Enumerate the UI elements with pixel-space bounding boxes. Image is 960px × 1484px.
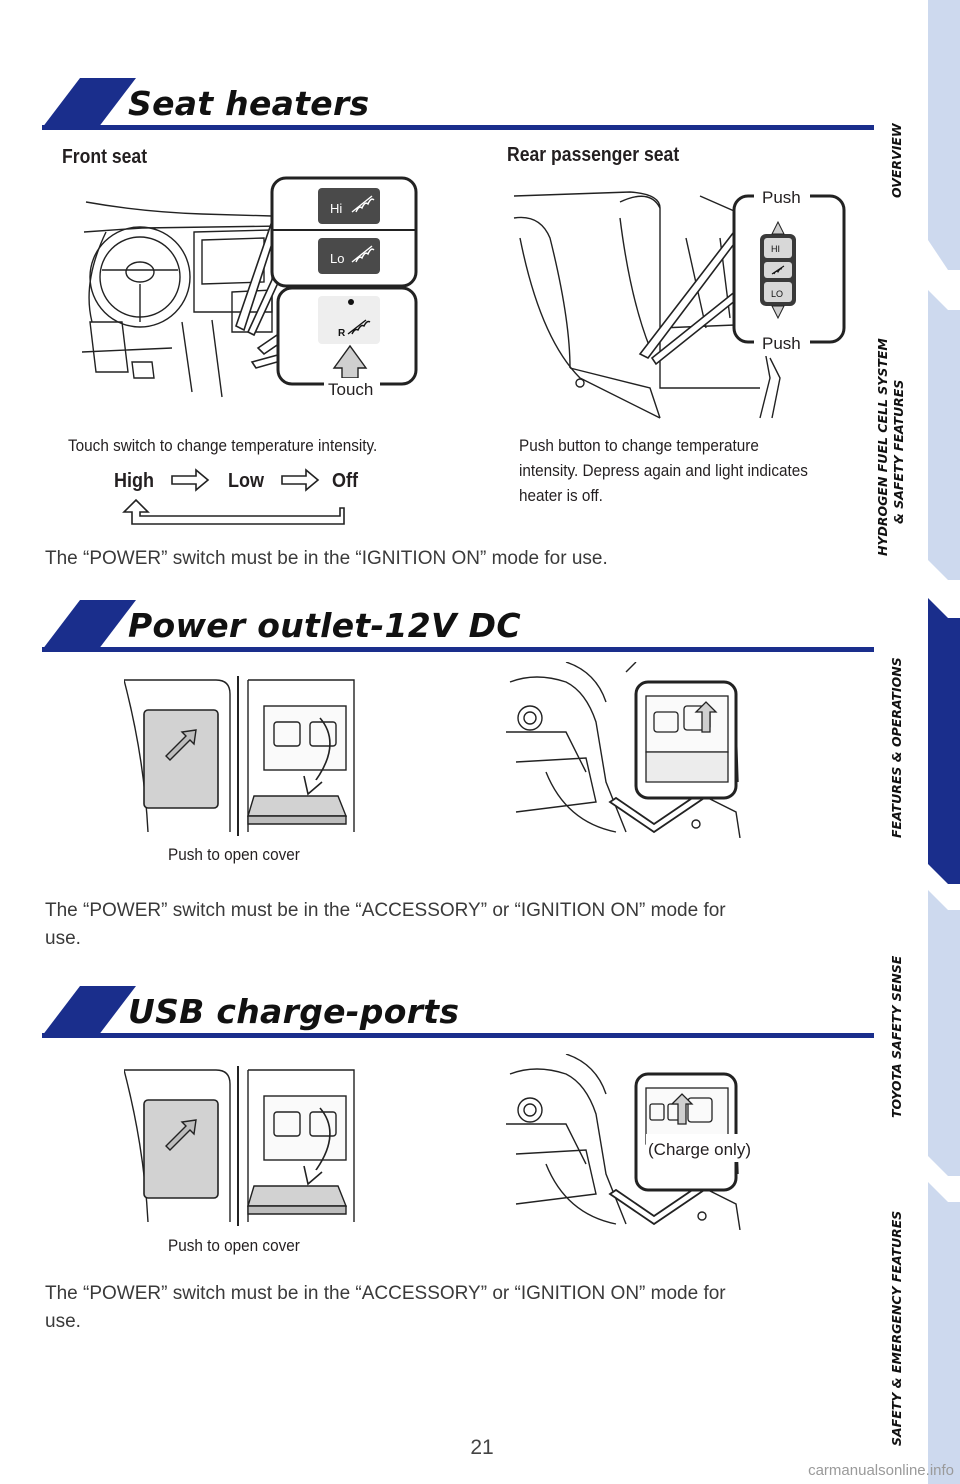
power-outlet-location-illustration [506, 662, 742, 838]
nav-tab-bg-features [928, 598, 960, 884]
seat-heater-note: The “POWER” switch must be in the “IGNIT… [45, 548, 608, 569]
touch-label: Touch [328, 380, 373, 399]
usb-note-line-1: The “POWER” switch must be in the “ACCES… [45, 1283, 726, 1304]
power-outlet-note-line-1: The “POWER” switch must be in the “ACCES… [45, 900, 726, 921]
section-title: USB charge-ports [128, 992, 460, 1031]
nav-label-overview: OVERVIEW [889, 123, 904, 198]
flow-off-label: Off [332, 470, 359, 492]
nav-label-hydrogen-line-2: & SAFETY FEATURES [891, 379, 906, 524]
rear-hi-label: HI [771, 244, 780, 254]
nav-item-overview[interactable]: OVERVIEW [878, 118, 960, 198]
section-rule [42, 1033, 874, 1038]
section-header-power-outlet: Power outlet-12V DC [42, 600, 874, 656]
front-seat-label: Front seat [62, 146, 148, 168]
hi-label: Hi [330, 201, 342, 216]
nav-item-features-operations[interactable]: FEATURES & OPERATIONS [878, 648, 960, 838]
nav-label-features: FEATURES & OPERATIONS [889, 657, 904, 838]
usb-cover-illustration [124, 1066, 358, 1228]
flow-high-label: High [114, 470, 154, 492]
r-label: R [338, 328, 346, 339]
power-outlet-caption: Push to open cover [168, 845, 300, 864]
section-header-seat-heaters: Seat heaters [42, 78, 874, 134]
usb-note-line-2: use. [45, 1311, 81, 1332]
usb-location-illustration: (Charge only) [506, 1054, 756, 1230]
charge-only-label: (Charge only) [648, 1140, 751, 1159]
nav-item-hydrogen-fuel-cell[interactable]: HYDROGEN FUEL CELL SYSTEM & SAFETY FEATU… [875, 328, 960, 556]
watermark-text: carmanualsonline.info [808, 1462, 954, 1479]
push-bottom-label: Push [762, 334, 801, 353]
section-title: Power outlet-12V DC [128, 606, 521, 645]
section-tab-accent [42, 600, 136, 650]
page-number: 21 [470, 1436, 494, 1459]
section-tab-accent [42, 78, 136, 128]
nav-tab-bg-tss [928, 890, 960, 1176]
section-header-usb: USB charge-ports [42, 986, 874, 1042]
section-tab-accent [42, 986, 136, 1036]
section-rule [42, 125, 874, 130]
rear-seat-caption-line-1: Push button to change temperature [519, 436, 759, 455]
power-outlet-note-line-2: use. [45, 928, 81, 949]
section-side-navigation: OVERVIEW HYDROGEN FUEL CELL SYSTEM & SAF… [875, 0, 960, 1484]
nav-label-tss: TOYOTA SAFETY SENSE [889, 955, 904, 1118]
rear-seat-label: Rear passenger seat [507, 144, 680, 166]
nav-item-safety-emergency[interactable]: SAFETY & EMERGENCY FEATURES [878, 1206, 960, 1446]
push-top-label: Push [762, 188, 801, 207]
nav-item-toyota-safety-sense[interactable]: TOYOTA SAFETY SENSE [878, 948, 960, 1118]
power-outlet-cover-illustration [124, 676, 358, 838]
rear-lo-label: LO [771, 289, 783, 299]
rear-seat-caption-line-2: intensity. Depress again and light indic… [519, 461, 808, 480]
front-seat-caption: Touch switch to change temperature inten… [68, 436, 378, 455]
nav-label-safety: SAFETY & EMERGENCY FEATURES [889, 1210, 904, 1446]
front-seat-illustration: Hi Lo R Touch [82, 172, 422, 402]
rear-seat-caption-line-3: heater is off. [519, 486, 603, 505]
flow-low-label: Low [228, 470, 264, 492]
nav-tab-bg-safety [928, 1182, 960, 1484]
heater-cycle-diagram: High Low Off [100, 462, 370, 530]
nav-tab-bg-hydrogen [928, 290, 960, 580]
nav-tab-bg-overview [928, 0, 960, 270]
section-rule [42, 647, 874, 652]
nav-label-hydrogen-line-1: HYDROGEN FUEL CELL SYSTEM [875, 338, 890, 556]
lo-label: Lo [330, 251, 344, 266]
section-title: Seat heaters [128, 84, 370, 123]
usb-caption: Push to open cover [168, 1236, 300, 1255]
rear-seat-illustration: Push Push HI LO [510, 178, 850, 424]
